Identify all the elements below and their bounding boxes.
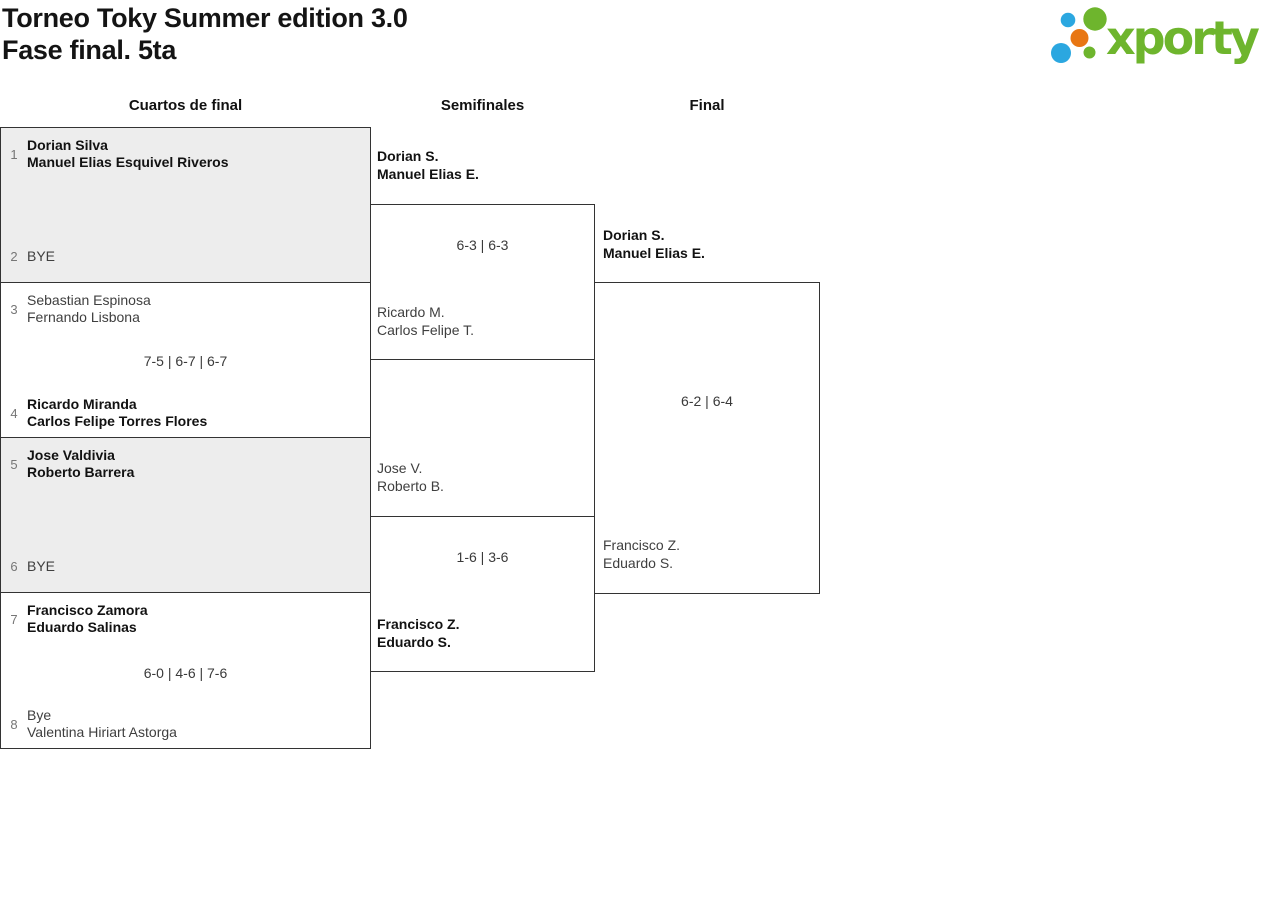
seed-number: 5	[10, 456, 18, 472]
match-quarterfinal-2[interactable]: 3 Sebastian Espinosa Fernando Lisbona 7-…	[0, 282, 371, 438]
xporty-logo-text: xporty	[1106, 11, 1260, 65]
team-name: Ricardo Miranda Carlos Felipe Torres Flo…	[27, 396, 207, 430]
player-name: Jose Valdivia	[27, 447, 115, 463]
match-quarterfinal-3[interactable]: 5 Jose Valdivia Roberto Barrera 6 BYE	[0, 437, 371, 593]
tournament-title: Torneo Toky Summer edition 3.0	[2, 3, 408, 33]
player-name: Eduardo S.	[377, 634, 451, 650]
team-row: 3 Sebastian Espinosa Fernando Lisbona	[5, 292, 364, 326]
player-name: Valentina Hiriart Astorga	[27, 724, 177, 740]
team-name: Francisco Zamora Eduardo Salinas	[27, 602, 148, 636]
team-name: Bye Valentina Hiriart Astorga	[27, 707, 177, 741]
seed-number: 1	[10, 146, 18, 162]
player-name: Jose V.	[377, 460, 423, 476]
bye-label: BYE	[27, 248, 56, 264]
seed-number: 7	[10, 611, 18, 627]
player-name: Carlos Felipe Torres Flores	[27, 413, 208, 429]
bye-label: BYE	[27, 558, 56, 574]
seed-number: 2	[10, 249, 18, 264]
match-score: 6-3 | 6-3	[456, 237, 509, 253]
player-name: Manuel Elias E.	[377, 166, 479, 182]
seed-number: 8	[10, 716, 18, 732]
player-name: Dorian S.	[603, 227, 665, 243]
team-name: Sebastian Espinosa Fernando Lisbona	[27, 292, 151, 326]
seed-number: 3	[10, 301, 18, 317]
xporty-dots-icon	[1051, 7, 1107, 63]
team-row: 2 BYE	[5, 248, 364, 265]
team-row: 4 Ricardo Miranda Carlos Felipe Torres F…	[5, 396, 364, 430]
team-name: BYE	[27, 248, 55, 265]
tournament-phase-subtitle: Fase final. 5ta	[2, 35, 177, 65]
seed-number: 4	[10, 405, 18, 421]
team-name: Dorian S. Manuel Elias E.	[377, 147, 479, 183]
player-name: Francisco Z.	[377, 616, 460, 632]
player-name: Roberto B.	[377, 478, 444, 494]
player-name: Eduardo Salinas	[27, 619, 137, 635]
player-name: Ricardo Miranda	[27, 396, 137, 412]
match-final[interactable]	[594, 282, 820, 594]
player-name: Dorian Silva	[27, 137, 108, 153]
match-quarterfinal-1[interactable]: 1 Dorian Silva Manuel Elias Esquivel Riv…	[0, 127, 371, 283]
match-quarterfinal-4[interactable]: 7 Francisco Zamora Eduardo Salinas 6-0 |…	[0, 592, 371, 749]
player-name: Roberto Barrera	[27, 464, 135, 480]
player-name: Sebastian Espinosa	[27, 292, 151, 308]
seed-number: 6	[10, 559, 18, 574]
match-score: 6-2 | 6-4	[681, 393, 733, 409]
page-title: Torneo Toky Summer edition 3.0 Fase fina…	[2, 2, 408, 66]
round-header-final: Final	[689, 97, 725, 114]
player-name: Carlos Felipe T.	[377, 322, 475, 338]
team-name: Francisco Z. Eduardo S.	[377, 615, 459, 651]
player-name: Dorian S.	[377, 148, 439, 164]
player-name: Ricardo M.	[377, 304, 445, 320]
match-score: 6-0 | 4-6 | 7-6	[143, 665, 228, 681]
team-row: 7 Francisco Zamora Eduardo Salinas	[5, 602, 364, 636]
team-row: 6 BYE	[5, 558, 364, 575]
match-score: 1-6 | 3-6	[456, 549, 509, 565]
team-name: Jose V. Roberto B.	[377, 459, 444, 495]
player-name: Manuel Elias Esquivel Riveros	[27, 154, 229, 170]
bye-label: Bye	[27, 707, 52, 723]
team-row: 5 Jose Valdivia Roberto Barrera	[5, 447, 364, 481]
round-header-semifinals: Semifinales	[440, 97, 525, 114]
match-semifinal-2[interactable]	[370, 516, 595, 672]
team-name: Francisco Z. Eduardo S.	[603, 536, 680, 572]
team-row: 8 Bye Valentina Hiriart Astorga	[5, 707, 364, 741]
team-row: 1 Dorian Silva Manuel Elias Esquivel Riv…	[5, 137, 364, 171]
team-name: Dorian S. Manuel Elias E.	[603, 226, 705, 262]
player-name: Francisco Zamora	[27, 602, 148, 618]
team-name: BYE	[27, 558, 55, 575]
player-name: Fernando Lisbona	[27, 309, 140, 325]
player-name: Manuel Elias E.	[603, 245, 705, 261]
xporty-logo[interactable]: xporty	[1050, 4, 1278, 70]
team-name: Dorian Silva Manuel Elias Esquivel River…	[27, 137, 229, 171]
player-name: Francisco Z.	[603, 537, 681, 553]
team-name: Ricardo M. Carlos Felipe T.	[377, 303, 474, 339]
player-name: Eduardo S.	[603, 555, 674, 571]
match-score: 7-5 | 6-7 | 6-7	[143, 353, 228, 369]
team-name: Jose Valdivia Roberto Barrera	[27, 447, 134, 481]
round-header-quarterfinals: Cuartos de final	[128, 97, 243, 114]
